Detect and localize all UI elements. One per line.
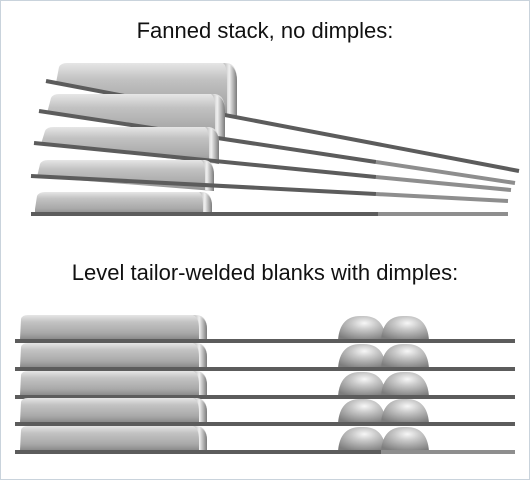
- dimple: [338, 343, 386, 368]
- level-layer: [15, 315, 515, 343]
- level-layer: [15, 343, 515, 371]
- fanned-stack-caption: Fanned stack, no dimples:: [136, 18, 394, 43]
- level-layer: [15, 426, 515, 454]
- block-end-cap: [201, 160, 214, 191]
- block-end-cap: [193, 426, 207, 450]
- level-layer: [15, 398, 515, 426]
- stamped-block: [41, 127, 219, 164]
- dimple: [381, 426, 429, 451]
- sheet-strip: [375, 192, 509, 203]
- dimple: [381, 371, 429, 396]
- sheet-strip: [375, 175, 512, 192]
- fanned-stack: [30, 63, 520, 216]
- block-end-cap: [223, 63, 237, 117]
- sheet-strip: [30, 174, 377, 196]
- stamped-block: [20, 343, 207, 367]
- dimple: [338, 371, 386, 396]
- level-layer: [15, 371, 515, 399]
- stamped-block: [20, 398, 207, 422]
- dimple: [381, 343, 429, 368]
- block-end-cap: [193, 371, 207, 395]
- stamped-block: [37, 160, 214, 191]
- stamped-block: [35, 192, 212, 214]
- level-stack-caption: Level tailor-welded blanks with dimples:: [71, 260, 459, 285]
- dimple: [381, 398, 429, 423]
- sheet-strip: [375, 160, 516, 185]
- block-end-cap: [199, 192, 212, 214]
- block-end-cap: [193, 398, 207, 422]
- block-end-cap: [193, 343, 207, 367]
- stamped-block: [20, 315, 207, 339]
- dimple: [381, 315, 429, 340]
- dimple: [338, 426, 386, 451]
- stamped-block: [20, 426, 207, 450]
- block-end-cap: [211, 94, 225, 139]
- block-end-cap: [205, 127, 219, 164]
- dimple: [338, 315, 386, 340]
- stamped-block: [20, 371, 207, 395]
- block-end-cap: [193, 315, 207, 339]
- fanned-layer: [30, 160, 509, 203]
- dimple: [338, 398, 386, 423]
- level-stack: [15, 315, 515, 454]
- fanned-layer: [31, 192, 508, 216]
